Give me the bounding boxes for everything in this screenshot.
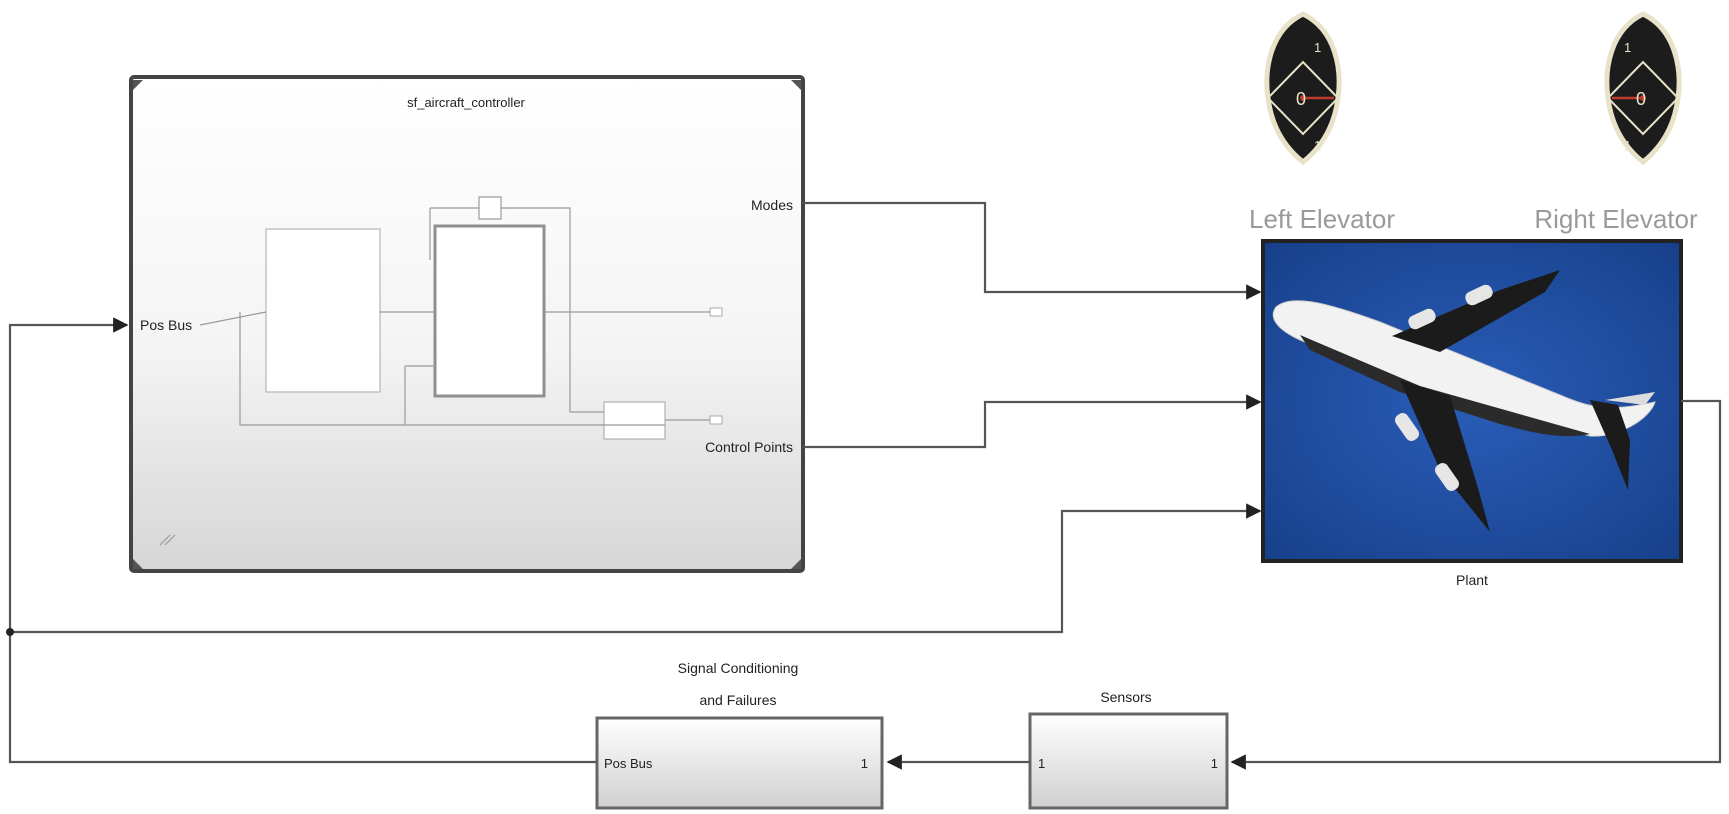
corner-marker-bl <box>133 559 143 569</box>
controller-input-port-label: Pos Bus <box>140 317 192 333</box>
right-gauge-pivot <box>1640 95 1646 101</box>
controller-internal-preview <box>159 196 723 546</box>
corner-marker-tr <box>791 80 801 90</box>
plant-block[interactable]: Plant <box>1261 239 1683 588</box>
wire-feedback-to-plant[interactable] <box>10 503 1262 634</box>
sensors-title: Sensors <box>1100 689 1151 705</box>
left-elevator-title: Left Elevator <box>1249 204 1395 234</box>
controller-subsystem[interactable]: sf_aircraft_controller Pos Bus Modes Con… <box>129 75 805 573</box>
sensors-block[interactable]: Sensors 1 1 <box>1028 689 1229 810</box>
signal-block-output-port: 1 <box>861 756 868 771</box>
right-gauge-tick-bottom: 1 <box>1624 138 1631 153</box>
left-gauge-tick-zero: 0 <box>1296 89 1306 109</box>
controller-title: sf_aircraft_controller <box>407 95 525 110</box>
left-gauge-diamond <box>1266 60 1340 136</box>
wire-branch-point <box>6 628 14 636</box>
left-gauge-face <box>1264 11 1342 166</box>
wire-control-points-to-plant[interactable] <box>803 394 1262 449</box>
right-gauge-tick-zero: 0 <box>1636 89 1646 109</box>
right-gauge-face <box>1604 11 1682 166</box>
corner-marker-br <box>791 559 801 569</box>
left-gauge-tick-top: 1 <box>1314 40 1321 55</box>
airplane-image <box>1272 270 1656 532</box>
signal-conditioning-block[interactable]: Signal Conditioning and Failures Pos Bus… <box>595 660 884 810</box>
wire-plant-to-sensors[interactable] <box>1230 399 1722 770</box>
corner-marker-tl <box>133 80 143 90</box>
controller-output-port-control-points: Control Points <box>705 439 793 455</box>
left-gauge-tick-bottom: 1 <box>1314 138 1321 153</box>
sensors-input-port: 1 <box>1038 756 1045 771</box>
signal-lines <box>6 201 1722 770</box>
wire-signal-to-controller[interactable] <box>8 317 597 764</box>
signal-block-title-line2: and Failures <box>699 692 776 708</box>
right-gauge-tick-top: 1 <box>1624 40 1631 55</box>
right-elevator-title: Right Elevator <box>1534 204 1698 234</box>
signal-block-input-port: Pos Bus <box>604 756 653 771</box>
signal-block-frame[interactable] <box>595 716 884 810</box>
left-elevator-gauge[interactable]: 1 0 1 Left Elevator <box>1249 11 1395 234</box>
right-elevator-gauge[interactable]: 1 0 1 Right Elevator <box>1534 11 1698 234</box>
wire-modes-to-plant[interactable] <box>803 201 1262 300</box>
plant-label: Plant <box>1456 572 1488 588</box>
controller-output-port-modes: Modes <box>751 197 793 213</box>
signal-block-title-line1: Signal Conditioning <box>678 660 799 676</box>
sensors-frame[interactable] <box>1028 712 1229 810</box>
right-gauge-diamond <box>1606 60 1680 136</box>
sensors-output-port: 1 <box>1211 756 1218 771</box>
left-gauge-pivot <box>1300 95 1306 101</box>
